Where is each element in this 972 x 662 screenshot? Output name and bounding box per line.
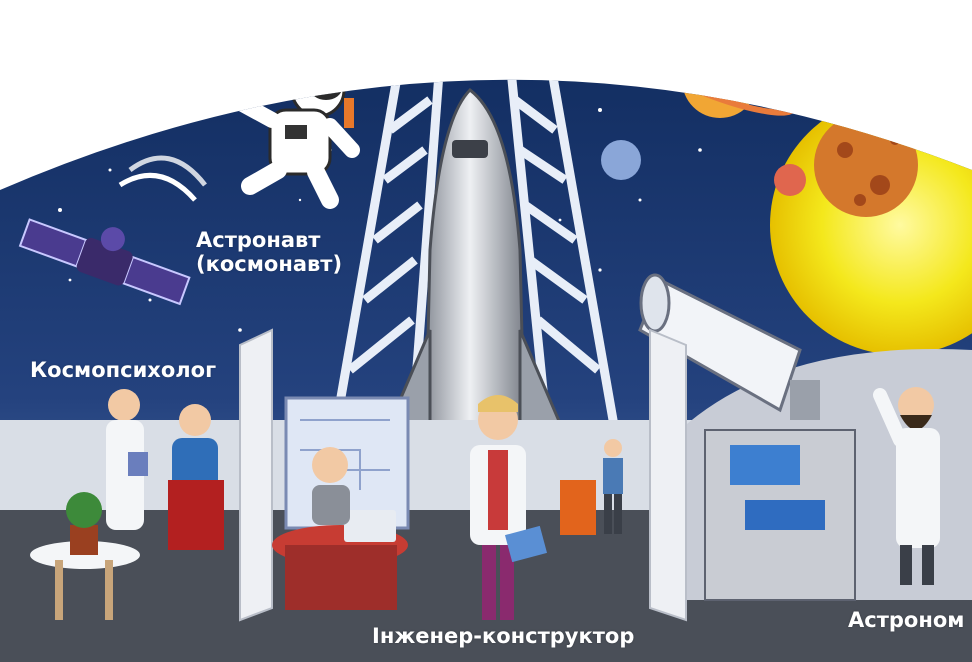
label-astronaut-line1: Астронавт (196, 228, 321, 252)
engineer-figure (470, 395, 548, 620)
satellite (18, 218, 191, 306)
orange-planet (814, 113, 918, 217)
control-console (704, 429, 856, 601)
label-engineer: Інженер-конструктор (372, 624, 635, 648)
panel-right (649, 328, 687, 622)
worker-figure (560, 439, 623, 535)
panel-left (239, 328, 273, 622)
astronomer-figure (873, 387, 940, 585)
psychologist-scene (30, 389, 224, 620)
small-red-planet (774, 164, 806, 196)
blue-planet (601, 140, 641, 180)
label-psychologist: Космопсихолог (30, 358, 217, 382)
telescope (638, 273, 820, 420)
label-astronaut-line2: (космонавт) (196, 252, 343, 276)
engineer-desk (272, 447, 408, 610)
label-astronomer: Астроном (848, 608, 965, 632)
label-astronaut: Астронавт (космонавт) (196, 228, 342, 276)
